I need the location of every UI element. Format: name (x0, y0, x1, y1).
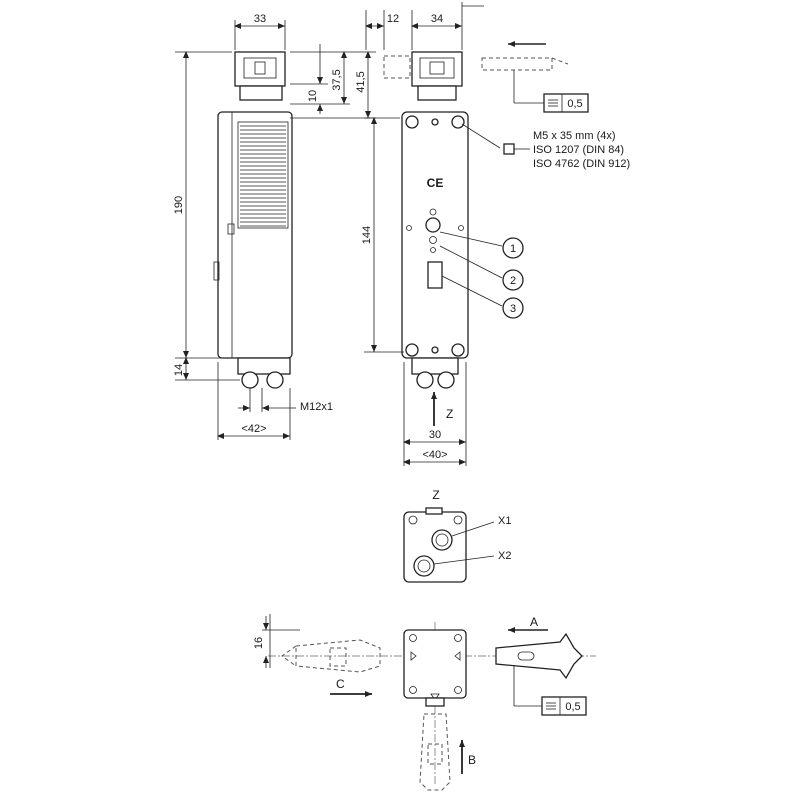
callout-3 (502, 297, 524, 319)
front-connector-block (411, 357, 459, 375)
front-actuator-head (411, 51, 463, 87)
screw-note-line1: M5 x 35 mm (4x) (533, 130, 616, 142)
front-screw-bl (405, 343, 419, 357)
screw-note-line2: ISO 1207 (DIN 84) (533, 144, 624, 156)
side-connector-1 (241, 371, 259, 389)
dim-144: 144 (361, 226, 373, 244)
ce-mark: CE (427, 176, 444, 190)
tolerance-top-value: 0,5 (567, 98, 582, 110)
dim-m12x1: M12x1 (300, 401, 333, 413)
side-connector-block (237, 357, 291, 375)
callout-2 (502, 269, 524, 291)
side-actuator-head (234, 51, 286, 87)
dim-16: 16 (253, 637, 265, 649)
c-label: C (336, 677, 345, 691)
b-label: B (468, 753, 476, 767)
z-view-title: Z (432, 488, 439, 502)
tolerance-box-top (543, 93, 589, 113)
front-main-body (401, 111, 469, 359)
dim-41-5: 41,5 (355, 71, 367, 92)
dim-33: 33 (254, 13, 266, 25)
dim-34: 34 (431, 13, 443, 25)
connector-x1 (431, 529, 453, 551)
dim-40: <40> (422, 449, 447, 461)
front-screw-tl (405, 115, 419, 129)
front-neck (417, 85, 457, 101)
front-screw-tr (451, 115, 465, 129)
side-view: 33 190 14 10 37,5 41,5 M12x1 <42> (173, 13, 376, 440)
callout-1-label: 1 (510, 243, 516, 255)
front-view: CE 12 34 144 Z 30 <40> (361, 2, 630, 466)
actuator-ghost-top (481, 57, 553, 71)
dim-190: 190 (173, 196, 185, 214)
front-actuator-ghost (383, 55, 411, 79)
side-neck (239, 85, 283, 101)
actuator-a (495, 632, 583, 680)
dim-37-5: 37,5 (331, 69, 343, 90)
actuator-detail-top: 0,5 (481, 41, 589, 113)
dim-14: 14 (173, 364, 185, 376)
plan-view: 16 C A 0,5 B (253, 614, 596, 791)
view-z: Z X1 X2 (403, 488, 511, 583)
callout-3-label: 3 (510, 303, 516, 315)
a-label: A (530, 615, 538, 629)
callout-2-label: 2 (510, 275, 516, 287)
plan-switch-body (403, 629, 467, 699)
side-ribs (237, 121, 289, 229)
dim-30: 30 (429, 429, 441, 441)
side-connector-2 (266, 371, 284, 389)
tolerance-box-bottom (541, 696, 587, 716)
connector-x2 (413, 555, 435, 577)
callout-1 (502, 237, 524, 259)
dim-10: 10 (307, 90, 319, 102)
actuator-ghost-c (295, 639, 381, 673)
x2-label: X2 (498, 550, 511, 562)
dim-12: 12 (387, 13, 399, 25)
side-main-body (217, 111, 293, 359)
x1-label: X1 (498, 515, 511, 527)
z-arrow-label: Z (446, 407, 453, 421)
screw-icon (503, 143, 515, 155)
lock-element (425, 217, 441, 233)
front-screw-br (451, 343, 465, 357)
actuator-ghost-b (419, 713, 451, 791)
screw-note-line3: ISO 4762 (DIN 912) (533, 158, 630, 170)
tolerance-bottom-value: 0,5 (565, 701, 580, 713)
led-window (427, 261, 443, 289)
dim-42: <42> (241, 423, 266, 435)
